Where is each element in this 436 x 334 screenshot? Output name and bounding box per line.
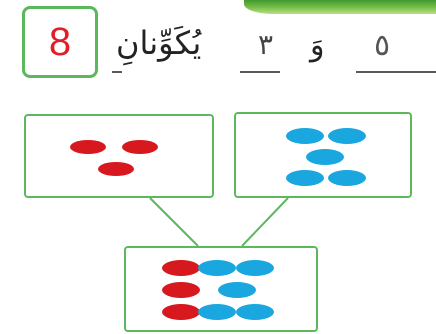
blue-counter xyxy=(286,170,324,186)
blue-counter xyxy=(286,128,324,144)
arabic-sentence: يُكَوِّنانِ ٣ وَ ٥ xyxy=(112,22,436,78)
blue-counter xyxy=(236,260,274,276)
combined-group-box xyxy=(124,246,318,332)
red-counter xyxy=(122,140,158,154)
red-counter xyxy=(162,304,200,320)
first-number: ٥ xyxy=(374,28,391,63)
blue-counter xyxy=(328,128,366,144)
blue-group-box xyxy=(234,112,412,198)
conjunction-word: وَ xyxy=(310,28,325,63)
blue-counter xyxy=(218,282,256,298)
blue-counter xyxy=(236,304,274,320)
red-counter xyxy=(162,260,200,276)
blue-counter xyxy=(306,149,344,165)
blue-counter xyxy=(198,304,236,320)
second-number: ٣ xyxy=(258,28,274,61)
red-counter xyxy=(70,140,106,154)
grass-decoration xyxy=(244,0,436,14)
blue-counter xyxy=(198,260,236,276)
answer-value: 8 xyxy=(48,19,72,64)
result-word: يُكَوِّنانِ xyxy=(116,24,202,62)
answer-box[interactable]: 8 xyxy=(22,6,98,78)
red-counter xyxy=(98,162,134,176)
blue-counter xyxy=(328,170,366,186)
red-counter xyxy=(162,282,200,298)
blank-underlines xyxy=(112,71,436,73)
red-group-box xyxy=(24,114,214,198)
